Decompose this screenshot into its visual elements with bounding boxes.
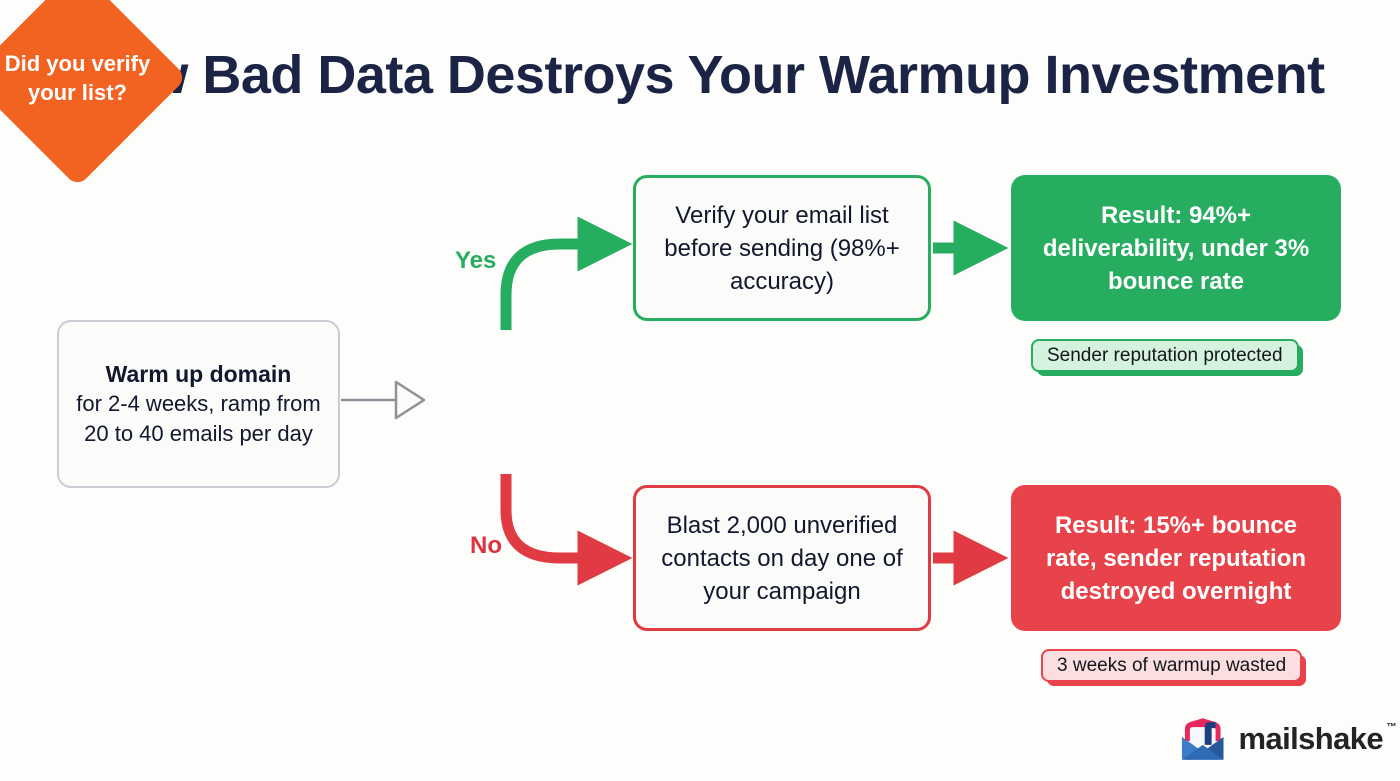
badge-warmup-wasted: 3 weeks of warmup wasted (1041, 649, 1303, 682)
good-result-node: Result: 94%+ deliverability, under 3% bo… (1011, 175, 1341, 321)
connector-no-branch (500, 474, 633, 586)
connector-start-to-decision (341, 380, 426, 420)
start-node: Warm up domain for 2-4 weeks, ramp from … (57, 320, 340, 488)
branch-label-yes: Yes (455, 247, 497, 274)
branch-label-no: No (470, 532, 502, 559)
decision-node: Did you verify your list? (0, 0, 188, 188)
page-title: How Bad Data Destroys Your Warmup Invest… (75, 45, 1325, 105)
badge-sender-reputation-protected: Sender reputation protected (1031, 339, 1299, 372)
decision-node-label: Did you verify your list? (4, 50, 151, 105)
mailshake-wordmark-text: mailshake (1238, 721, 1383, 756)
connector-yes-branch (500, 216, 633, 330)
blast-contacts-node: Blast 2,000 unverified contacts on day o… (633, 485, 931, 631)
mailshake-wordmark: mailshake ™ (1238, 721, 1396, 757)
mailshake-logo: mailshake ™ (1178, 712, 1397, 766)
trademark-symbol: ™ (1386, 722, 1397, 733)
verify-list-node: Verify your email list before sending (9… (633, 175, 931, 321)
envelope-icon (1181, 718, 1224, 760)
bad-result-node: Result: 15%+ bounce rate, sender reputat… (1011, 485, 1341, 631)
start-node-body: for 2-4 weeks, ramp from 20 to 40 emails… (76, 391, 321, 446)
start-node-lead: Warm up domain (105, 361, 292, 387)
